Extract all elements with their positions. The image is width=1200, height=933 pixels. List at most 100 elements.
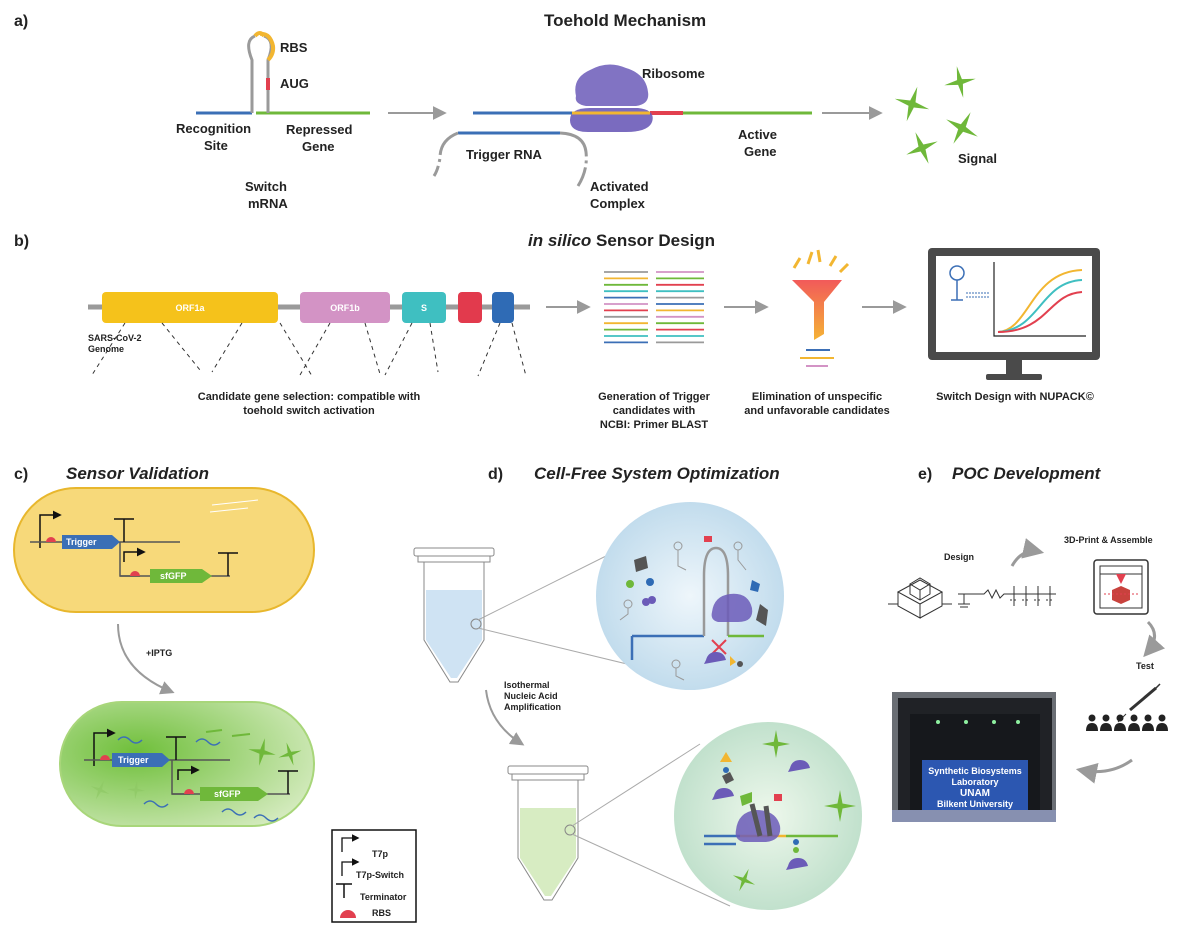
cell-uninduced [13,487,315,613]
panel-e: e) POC Development Design 3D-Print & Ass… [888,464,1168,822]
gene-box-4 [458,292,482,323]
person-body-5 [1142,723,1154,731]
person-body-1 [1086,723,1098,731]
trigger-label-2: Trigger [118,755,149,765]
tube-before [413,547,495,683]
gene-box-label-3: S [421,303,427,313]
person-body-2 [1100,723,1112,731]
trigger-rna-label: Trigger RNA [466,147,542,162]
sfgfp-label-1: sfGFP [160,571,187,581]
circuit-schematic [958,586,1056,608]
device-label-4: Bilkent University [937,799,1013,809]
zoom-after-stars [732,730,856,892]
amplification-arrow [485,689,525,746]
device-label-2: Laboratory [951,777,998,787]
panel-a-letter: a) [14,13,28,30]
trigger-label-1: Trigger [66,537,97,547]
candidate-dashes [91,322,527,377]
panel-d-letter: d) [488,466,503,483]
person-head-4 [1130,714,1138,722]
induced-cell-stars [90,738,302,800]
person-head-5 [1144,714,1152,722]
generation-label-2: candidates with [613,405,696,417]
zoom-line-1a [477,553,611,621]
panel-e-letter: e) [918,466,932,483]
panel-b-letter: b) [14,233,29,250]
test-to-device-arrow [1075,758,1133,784]
cad-drawing [888,577,952,619]
active-gene-label-1: Active [738,127,777,142]
panel-c: c) Sensor Validation Trigger sfGFP +IPTG [13,464,417,923]
signal-label: Signal [958,151,997,166]
signal-star-2 [944,66,976,98]
aug-label: AUG [280,76,309,91]
gene-box-3 [402,292,446,323]
repressed-gene-label-2: Gene [302,139,335,154]
gene-box-1 [102,292,278,323]
syringe-icon [1117,683,1161,723]
design-label: Design [944,552,974,562]
switch-mrna-label-1: Switch [245,179,287,194]
panel-d: d) Cell-Free System Optimization [413,464,862,910]
monitor [928,248,1100,380]
activated-complex-label-1: Activated [590,179,649,194]
circuit-uninduced [30,499,259,583]
gene-box-5 [492,292,514,323]
cell-star-4 [127,781,145,799]
panel-c-title: Sensor Validation [66,464,209,483]
panel-d-title: Cell-Free System Optimization [534,464,780,483]
device-photo [892,692,1056,822]
zoom-line-2a [571,743,701,827]
signal-star-3 [946,112,978,144]
device-label-1: Synthetic Biosystems [928,766,1022,776]
person-head-3 [1116,714,1124,722]
signal-star-1 [894,86,930,122]
activated-complex [432,64,812,187]
amplification-label-2: Nucleic Acid [504,691,558,701]
panel-b-title-italic: in silico [528,231,591,250]
recognition-site-label-2: Site [204,138,228,153]
test-label: Test [1136,661,1154,671]
generation-label-3: NCBI: Primer BLAST [600,419,708,431]
panel-a: a) Toehold Mechanism RBS AUG Recognition… [14,11,997,211]
amplification-label-1: Isothermal [504,680,550,690]
panel-b-title: in silico Sensor Design [528,231,715,250]
person-body-3 [1114,723,1126,731]
gene-box-label-2: ORF1b [330,303,360,313]
zoom-circle-before [596,502,784,690]
gene-boxes: ORF1a ORF1b S [102,292,514,323]
print-to-test-arrow [1143,620,1166,658]
switch-design-label: Switch Design with NUPACK© [936,391,1094,403]
zoom-before-contents [619,536,768,681]
filter-funnel [792,249,850,367]
panel-b-title-rest: Sensor Design [591,231,715,250]
printer-icon [1093,559,1149,615]
generation-label-1: Generation of Trigger [598,391,711,403]
zoom-star-2 [824,790,856,822]
person-head-2 [1102,714,1110,722]
genome-label-1: SARS-CoV-2 [88,333,142,343]
cell-star-2 [278,742,302,766]
person-body-6 [1156,723,1168,731]
circuit-induced [84,728,298,822]
gene-box-label-1: ORF1a [175,303,205,313]
device-label-3: UNAM [960,788,990,799]
print-label: 3D-Print & Assemble [1064,535,1153,545]
signal-star-4 [906,132,938,164]
panel-a-title: Toehold Mechanism [544,11,706,30]
zoom-after-contents [704,752,838,870]
switch-mrna-hairpin [196,31,370,115]
elimination-label-2: and unfavorable candidates [744,405,889,417]
people-icons [1086,714,1168,731]
circuit-legend [331,829,417,923]
elimination-label-1: Elimination of unspecific [752,391,882,403]
activated-complex-label-2: Complex [590,196,646,211]
legend-t7p: T7p [372,849,389,859]
person-body-4 [1128,723,1140,731]
person-head-1 [1088,714,1096,722]
zoom-line-2b [571,833,731,907]
recognition-site-label-1: Recognition [176,121,251,136]
candidate-label-2: toehold switch activation [243,405,375,417]
